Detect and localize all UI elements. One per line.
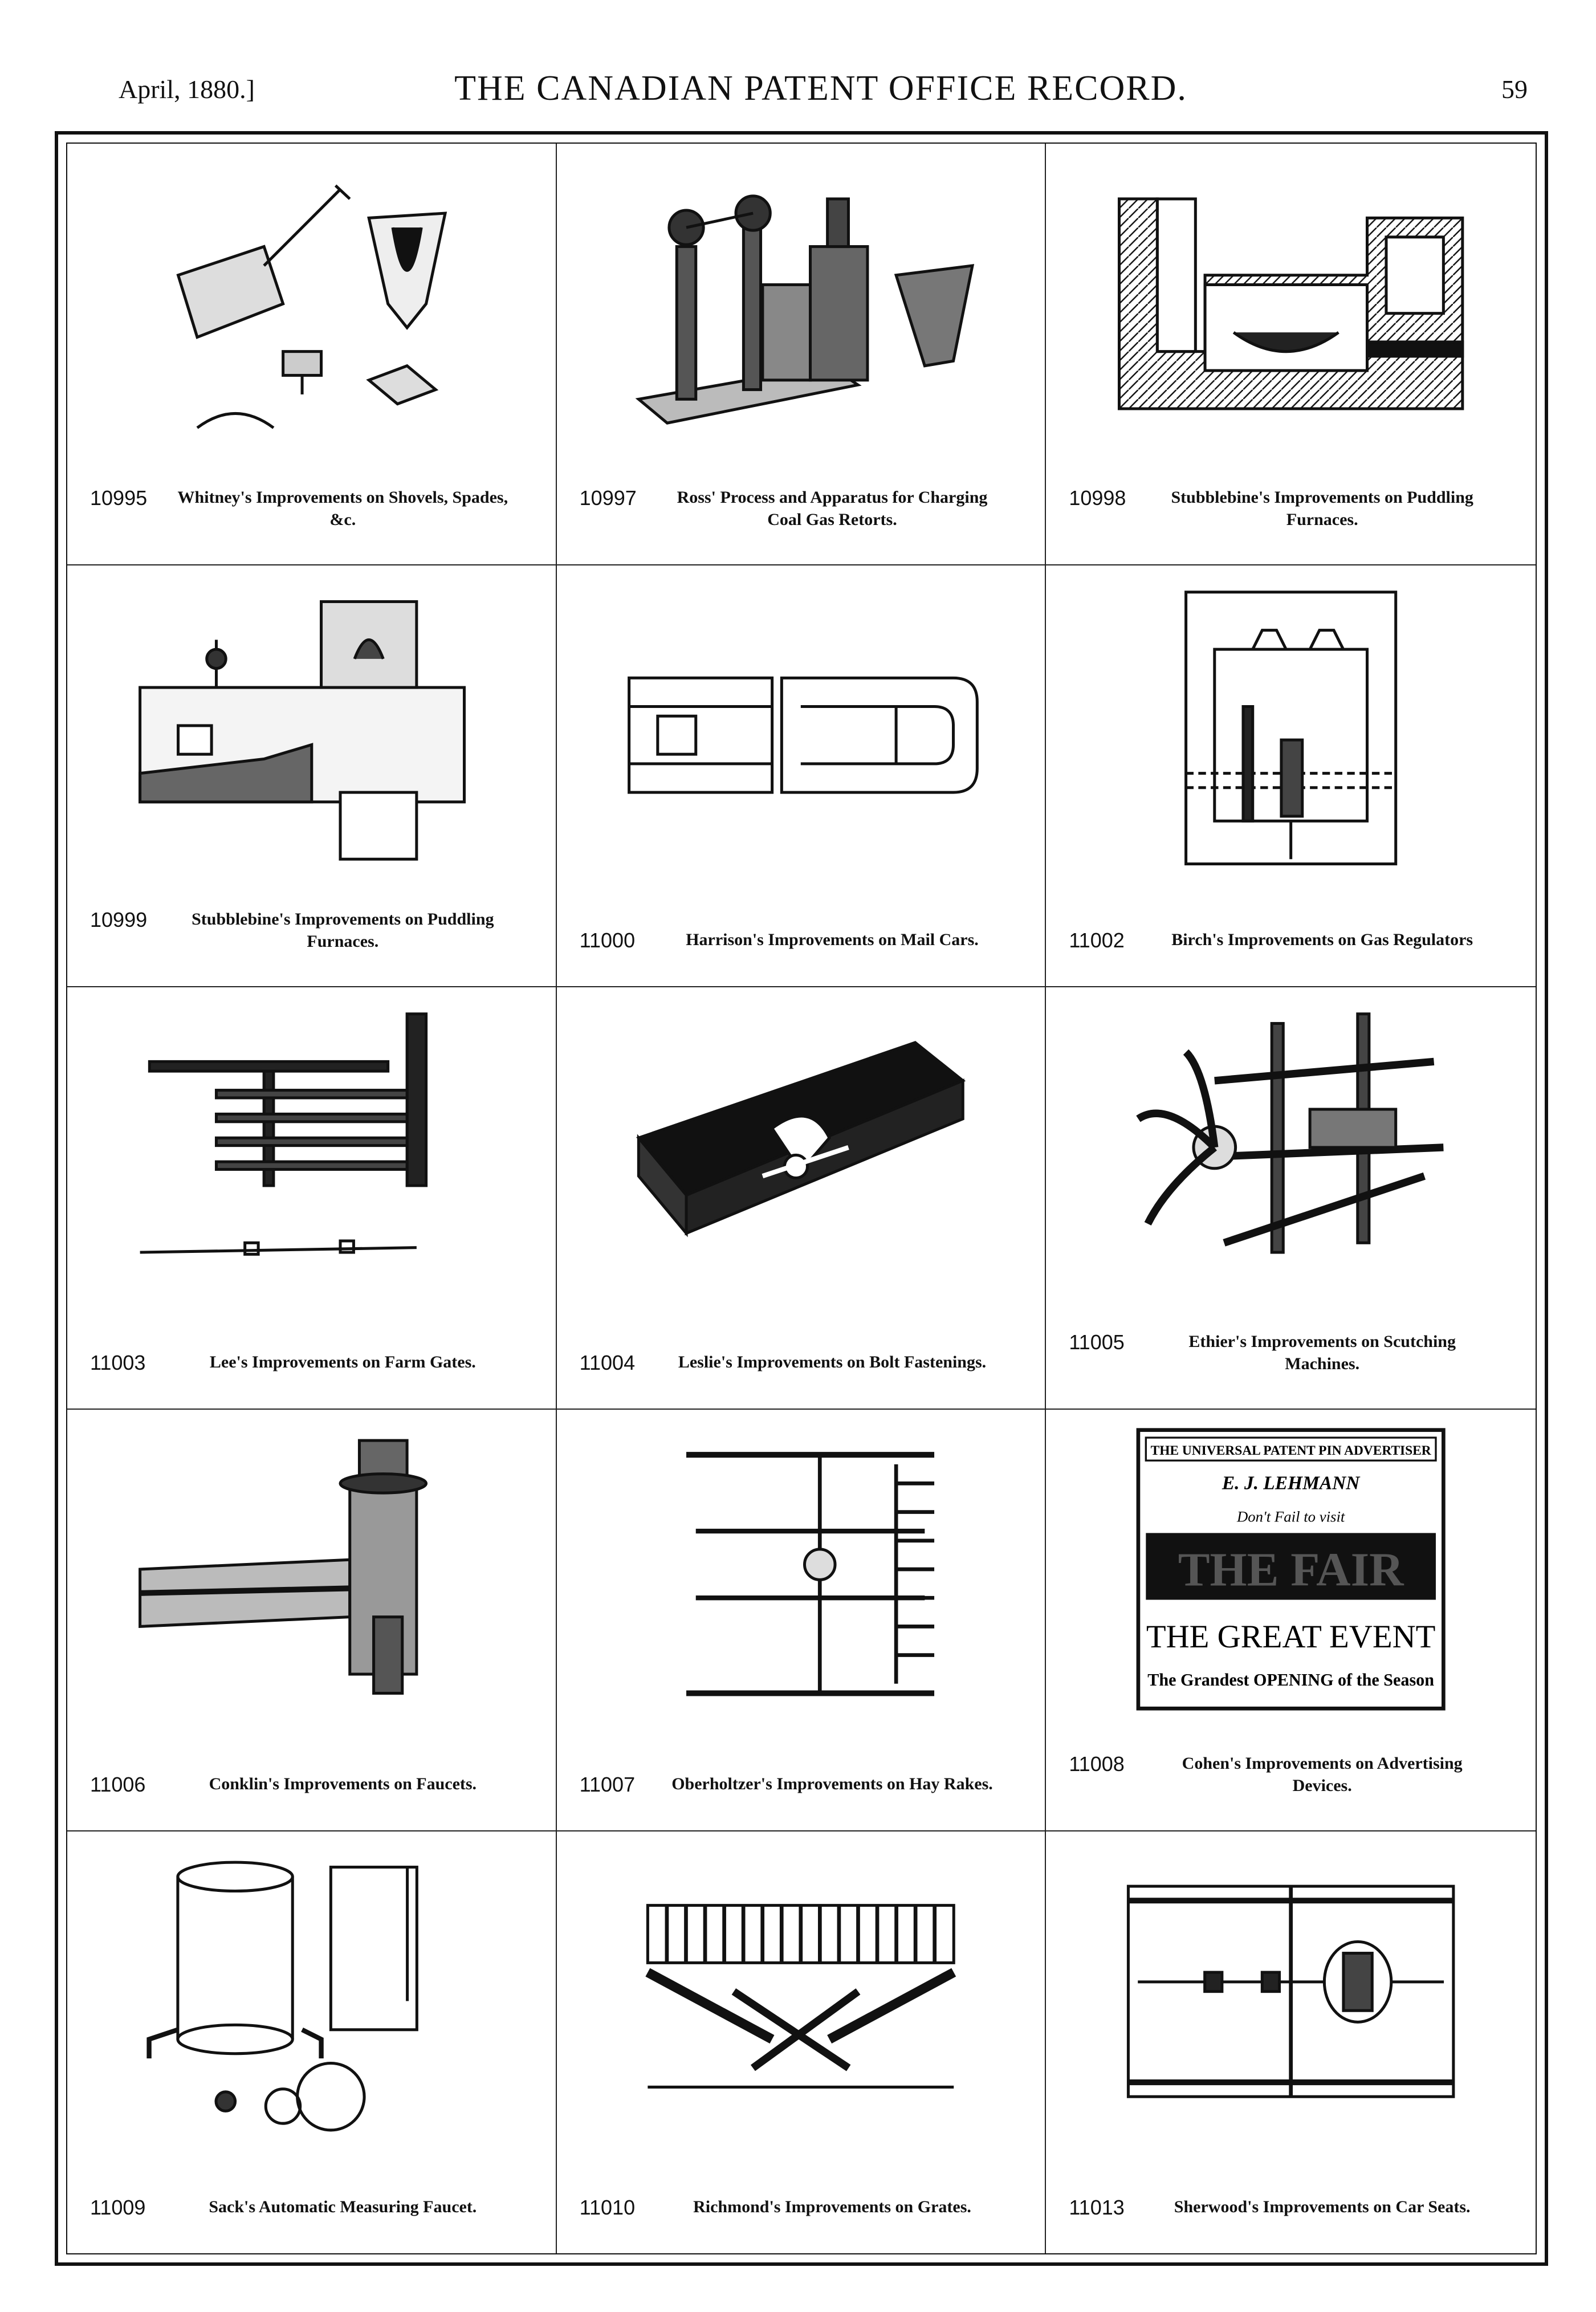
patent-title: Richmond's Improvements on Grates. — [693, 2197, 971, 2216]
patent-title: Birch's Improvements on Gas Regulators — [1171, 930, 1473, 950]
publication-title: THE CANADIAN PATENT OFFICE RECORD. — [454, 69, 1187, 108]
poster-opening: The Grandest OPENING of the Season — [1147, 1670, 1434, 1690]
patent-entry-11008: THE UNIVERSAL PATENT PIN ADVERTISER E. J… — [1046, 1410, 1536, 1831]
patent-title: Leslie's Improvements on Bolt Fastenings… — [678, 1352, 987, 1371]
grate-drawing — [596, 1848, 1006, 2135]
patent-title: Oberholtzer's Improvements on Hay Rakes. — [671, 1774, 993, 1793]
patent-title: Sack's Automatic Measuring Faucet. — [209, 2197, 477, 2216]
faucet-drawing — [107, 1426, 517, 1712]
patent-number: 11002 — [1069, 929, 1125, 953]
patent-grid: 10995 Whitney's Improvements on Shovels,… — [67, 144, 1536, 2253]
patent-number: 11009 — [90, 2195, 146, 2219]
patent-entry-10995: 10995 Whitney's Improvements on Shovels,… — [67, 144, 557, 566]
issue-date: April, 1880.] — [119, 75, 255, 104]
patent-number: 11013 — [1069, 2195, 1125, 2219]
car-seat-drawing — [1085, 1848, 1496, 2135]
patent-entry-11013: 11013 Sherwood's Improvements on Car Sea… — [1046, 1831, 1536, 2253]
patent-title: Conklin's Improvements on Faucets. — [209, 1774, 477, 1793]
patent-entry-11003: 11003 Lee's Improvements on Farm Gates. — [67, 987, 557, 1410]
poster-event: THE GREAT EVENT — [1146, 1619, 1436, 1655]
patent-entry-11007: 11007 Oberholtzer's Improvements on Hay … — [556, 1409, 1047, 1831]
patent-entry-10999: 10999 Stubblebine's Improvements on Pudd… — [67, 565, 557, 988]
patent-entry-11000: 11000 Harrison's Improvements on Mail Ca… — [556, 565, 1047, 988]
patent-entry-11009: 11009 Sack's Automatic Measuring Faucet. — [67, 1831, 557, 2253]
patent-entry-11005: 11005 Ethier's Improvements on Scutching… — [1046, 987, 1536, 1410]
patent-entry-10997: 10997 Ross' Process and Apparatus for Ch… — [556, 144, 1047, 566]
patent-number: 11007 — [579, 1772, 636, 1796]
poster-big-text: THE FAIR — [1178, 1544, 1404, 1597]
patent-number: 11010 — [579, 2195, 636, 2219]
hay-rake-drawing — [596, 1426, 1006, 1712]
patent-number: 10999 — [90, 908, 148, 932]
farm-gate-drawing — [107, 1004, 517, 1291]
patent-number: 11008 — [1069, 1752, 1125, 1776]
patent-title: Cohen's Improvements on Advertising Devi… — [1182, 1753, 1463, 1795]
bolt-fastening-drawing — [596, 1004, 1006, 1291]
page-number: 59 — [1501, 75, 1528, 104]
patent-number: 10998 — [1069, 486, 1126, 510]
patent-number: 11003 — [90, 1350, 146, 1374]
patent-title: Stubblebine's Improvements on Puddling F… — [192, 910, 494, 951]
patent-entry-11004: 11004 Leslie's Improvements on Bolt Fast… — [556, 987, 1047, 1410]
patent-number: 11005 — [1069, 1330, 1125, 1354]
poster-name: E. J. LEHMANN — [1222, 1473, 1361, 1494]
patent-title: Ethier's Improvements on Scutching Machi… — [1188, 1332, 1456, 1373]
furnace-section-drawing — [1085, 161, 1496, 447]
patent-number: 11006 — [90, 1772, 146, 1796]
patent-entry-11002: 11002 Birch's Improvements on Gas Regula… — [1046, 565, 1536, 988]
patent-title: Harrison's Improvements on Mail Cars. — [686, 930, 979, 950]
furnace-drawing — [107, 583, 517, 869]
patent-number: 11004 — [579, 1350, 636, 1374]
patent-number: 11000 — [579, 929, 636, 953]
patent-title: Stubblebine's Improvements on Puddling F… — [1171, 488, 1473, 530]
patent-number: 10997 — [579, 486, 637, 510]
page-header: April, 1880.] THE CANADIAN PATENT OFFICE… — [114, 68, 1528, 120]
scutching-machine-drawing — [1085, 1004, 1496, 1291]
patent-number: 10995 — [90, 486, 148, 510]
patent-title: Lee's Improvements on Farm Gates. — [209, 1352, 476, 1371]
patent-title: Sherwood's Improvements on Car Seats. — [1174, 2197, 1471, 2216]
patent-entry-10998: 10998 Stubblebine's Improvements on Pudd… — [1046, 144, 1536, 566]
patent-entry-11010: 11010 Richmond's Improvements on Grates. — [557, 1831, 1047, 2253]
patent-title: Ross' Process and Apparatus for Charging… — [677, 488, 988, 530]
gas-regulator-drawing — [1085, 583, 1496, 869]
patent-entry-11006: 11006 Conklin's Improvements on Faucets. — [67, 1409, 557, 1831]
retort-apparatus-drawing — [596, 161, 1006, 447]
measuring-faucet-drawing — [107, 1848, 517, 2135]
mail-car-plan-drawing — [596, 583, 1006, 869]
advertising-poster-drawing: THE UNIVERSAL PATENT PIN ADVERTISER E. J… — [1085, 1426, 1496, 1712]
illustration-grid-border: 10995 Whitney's Improvements on Shovels,… — [66, 143, 1537, 2254]
illustration-frame: 10995 Whitney's Improvements on Shovels,… — [55, 131, 1548, 2266]
poster-banner: THE UNIVERSAL PATENT PIN ADVERTISER — [1151, 1443, 1432, 1458]
shovel-drawing — [107, 161, 517, 447]
poster-line1: Don't Fail to visit — [1236, 1508, 1345, 1525]
patent-title: Whitney's Improvements on Shovels, Spade… — [177, 488, 508, 530]
